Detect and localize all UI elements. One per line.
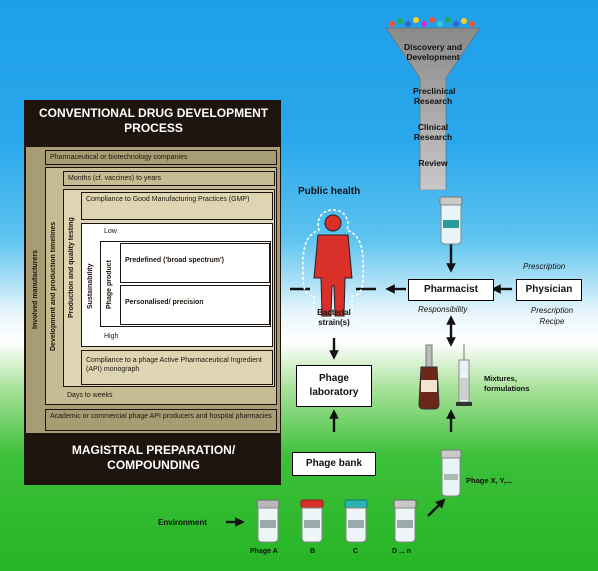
funnel-step-preclinical: Preclinical Research [413,86,456,106]
row-predefined: Predefined ('broad spectrum') [120,243,270,283]
physician-box: Physician [516,279,582,301]
row-api-monograph: Compliance to a phage Active Pharmaceuti… [81,350,273,385]
vial-b-icon [300,499,324,543]
prescription-recipe-label: Prescription Recipe [530,306,574,326]
row-months-years: Months (cf. vaccines) to years [63,171,275,186]
prescription-top-label: Prescription [523,262,566,271]
row-gmp: Compliance to Good Manufacturing Practic… [81,192,273,220]
responsibility-label: Responsibility [418,305,468,314]
public-health-label: Public health [298,186,361,197]
panel-footer: MAGISTRAL PREPARATION/ COMPOUNDING [71,443,236,472]
vial-c-icon [344,499,368,543]
row-days-weeks: Days to weeks [63,389,275,403]
conventional-process-panel: CONVENTIONAL DRUG DEVELOPMENT PROCESS In… [24,100,281,485]
vial-label-b: B [310,548,316,555]
mixture-bottle-icon [418,344,440,410]
panel-title: CONVENTIONAL DRUG DEVELOPMENT PROCESS [38,106,269,135]
row-high: High [100,330,271,345]
row-academic-producers: Academic or commercial phage API produce… [45,409,277,431]
vial-label-c: C [353,548,359,555]
vial-label-a: Phage A [250,548,278,555]
funnel-step-discovery: Discovery and Development [403,42,463,62]
vial-d-icon [393,499,417,543]
row-low: Low [100,225,271,240]
bacterial-strains-label: Bacterial strain(s) [317,308,351,327]
funnel-vial-icon [439,196,463,245]
phage-xy-label: Phage X, Y,... [466,476,513,485]
pharmacist-box: Pharmacist [408,279,494,301]
syringe-icon [456,344,472,406]
person-icon [301,209,365,321]
funnel-graphic [385,17,481,190]
funnel-dots [389,17,475,27]
vial-label-d: D ... n [392,548,412,555]
row-personalised: Personalised/ precision [120,285,270,325]
funnel-step-review: Review [418,158,448,168]
row-pharma-companies: Pharmaceutical or biotechnology companie… [45,150,277,165]
phage-laboratory-box: Phage laboratory [296,365,372,407]
funnel-step-clinical: Clinical Research [413,122,453,142]
phage-bank-box: Phage bank [292,452,376,476]
vial-a-icon [256,499,280,543]
phage-x-vial-icon [440,449,462,497]
environment-label: Environment [158,518,207,527]
mixtures-label: Mixtures, formulations [484,374,530,393]
